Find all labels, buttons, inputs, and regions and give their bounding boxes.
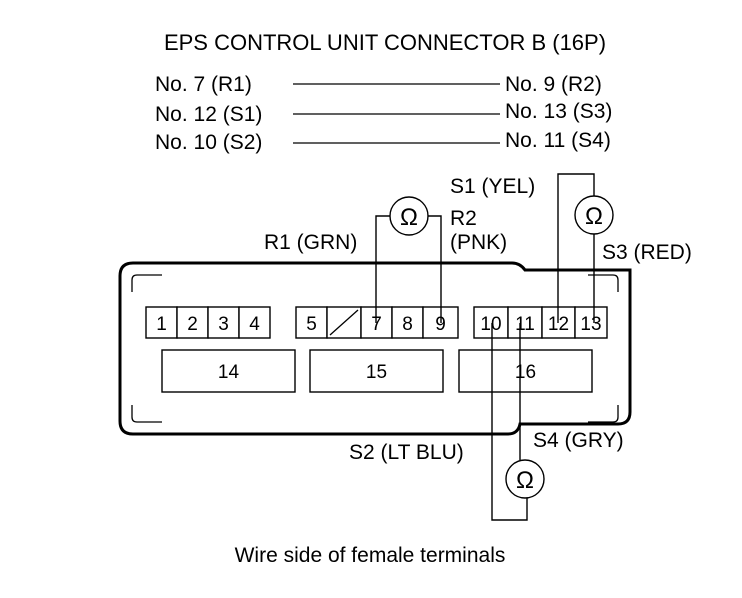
corner-mark-bl [131,405,162,423]
pin-number: 2 [187,314,198,335]
pin-number: 13 [580,314,601,335]
label-s3: S3 (RED) [602,241,692,264]
pin-number: 3 [218,314,229,335]
pin-cell-16 [458,349,593,393]
label-s1: S1 (YEL) [450,175,535,198]
pin-number: 9 [435,314,446,335]
diagram-title: EPS CONTROL UNIT CONNECTOR B (16P) [164,30,606,55]
pin-number: 8 [402,314,413,335]
measurement-pairs: No. 7 (R1) No. 9 (R2) No. 12 (S1) No. 13… [155,73,612,154]
pin-number: 14 [218,362,240,383]
label-r2: R2 [450,207,477,230]
connector-housing [118,261,632,436]
pin-number: 16 [515,362,536,383]
ohm-icon: Ω [585,203,603,230]
label-s4: S4 (GRY) [533,429,624,452]
pin-row-bottom [161,349,593,393]
ohm-icon: Ω [400,204,418,231]
pair-3-left: No. 10 (S2) [155,131,262,154]
pin-number: 4 [249,314,260,335]
pin-number: 7 [371,314,382,335]
label-r2-color: (PNK) [450,231,507,254]
pin-number: 10 [480,314,501,335]
pin-number: 12 [548,314,569,335]
wire-s2 [491,323,528,521]
pin-cell-5 [295,306,328,339]
label-s2: S2 (LT BLU) [349,441,464,464]
pin-number: 1 [156,314,167,335]
pin-number: 5 [306,314,317,335]
pin-cell-10 [473,306,509,339]
wire-r1 [375,215,390,323]
pin-numbers: 1 2 3 4 5 7 8 9 10 11 12 13 14 15 16 [156,314,601,383]
wire-s1 [557,173,595,323]
ohmmeter-s1-s3 [574,195,614,235]
pin-cell-4 [238,306,271,339]
pair-3-right: No. 11 (S4) [505,129,611,152]
wire-labels: R1 (GRN) R2 (PNK) S1 (YEL) S3 (RED) S2 (… [264,175,692,464]
pin-cell-2 [176,306,209,339]
ohm-icon: Ω [516,467,534,494]
pin-cell-1 [145,306,178,339]
connector-body [118,261,632,436]
pin-cell-13 [574,306,608,339]
pin-row-top [145,306,608,339]
ohmmeter-r [389,196,429,236]
diagram-caption: Wire side of female terminals [235,544,506,567]
pin-cell-15 [309,349,444,393]
ohmmeter-s2-s4 [505,459,545,499]
wire-r2 [428,215,442,323]
pair-2-right: No. 13 (S3) [505,100,612,123]
pin-cell-3 [207,306,240,339]
pin-number: 15 [366,362,387,383]
pin-cell-11 [507,306,543,339]
label-r1: R1 (GRN) [264,231,357,254]
pin-number: 11 [515,314,535,335]
corner-mark-br [588,405,619,423]
pair-1-right: No. 9 (R2) [505,73,602,96]
pin-6-unused-slash [329,309,359,336]
corner-mark-tr [588,274,619,292]
pair-1-left: No. 7 (R1) [155,73,252,96]
pair-2-left: No. 12 (S1) [155,103,262,126]
corner-mark-tl [131,274,162,292]
pin-cell-14 [161,349,296,393]
test-wires: Ω Ω Ω [375,173,614,521]
